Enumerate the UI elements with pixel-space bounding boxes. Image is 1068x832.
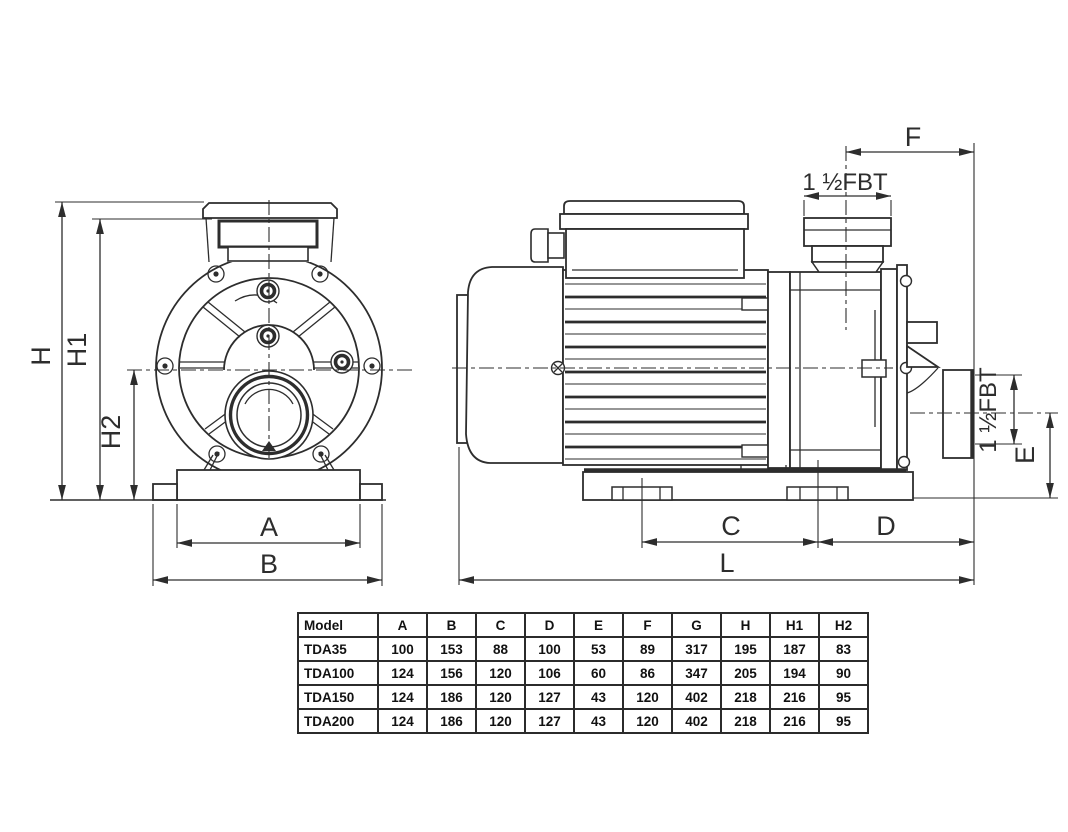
side-view: F 1 ½FBT 1 ½FBT E C D L: [452, 122, 1058, 585]
value-cell: 89: [622, 636, 673, 662]
column-header: G: [671, 612, 722, 638]
value-cell: 156: [426, 660, 477, 686]
value-cell: 53: [573, 636, 624, 662]
value-cell: 120: [622, 684, 673, 710]
dim-label-e: E: [1010, 446, 1040, 464]
value-cell: 120: [475, 660, 526, 686]
side-base: [582, 465, 914, 501]
cover-bolts: [256, 279, 354, 374]
value-cell: 124: [377, 684, 428, 710]
value-cell: 120: [622, 708, 673, 734]
port-size-label-top: 1 ½FBT: [802, 169, 888, 196]
model-cell: TDA100: [297, 660, 379, 686]
value-cell: 124: [377, 660, 428, 686]
terminal-box-front: [202, 202, 338, 263]
column-header: A: [377, 612, 428, 638]
dim-label-c: C: [721, 511, 741, 541]
front-base: [152, 469, 383, 501]
value-cell: 402: [671, 684, 722, 710]
value-cell: 127: [524, 684, 575, 710]
dim-label-h2: H2: [96, 415, 126, 450]
column-header: C: [475, 612, 526, 638]
flange-bolts: [156, 265, 381, 463]
value-cell: 205: [720, 660, 771, 686]
value-cell: 106: [524, 660, 575, 686]
value-cell: 90: [818, 660, 869, 686]
model-cell: TDA150: [297, 684, 379, 710]
value-cell: 153: [426, 636, 477, 662]
cable-gland: [530, 228, 565, 263]
value-cell: 88: [475, 636, 526, 662]
dim-label-l: L: [719, 548, 734, 578]
value-cell: 127: [524, 708, 575, 734]
column-header: H1: [769, 612, 820, 638]
dim-label-d: D: [876, 511, 896, 541]
column-header: H2: [818, 612, 869, 638]
value-cell: 100: [377, 636, 428, 662]
model-cell: TDA35: [297, 636, 379, 662]
value-cell: 186: [426, 684, 477, 710]
value-cell: 402: [671, 708, 722, 734]
value-cell: 100: [524, 636, 575, 662]
value-cell: 120: [475, 684, 526, 710]
port-size-label-side: 1 ½FBT: [975, 367, 1002, 453]
dim-label-a: A: [260, 512, 278, 542]
value-cell: 218: [720, 684, 771, 710]
value-cell: 216: [769, 684, 820, 710]
column-header: Model: [297, 612, 379, 638]
column-header: D: [524, 612, 575, 638]
value-cell: 86: [622, 660, 673, 686]
value-cell: 216: [769, 708, 820, 734]
value-cell: 83: [818, 636, 869, 662]
value-cell: 60: [573, 660, 624, 686]
dim-label-h1: H1: [62, 333, 92, 368]
value-cell: 43: [573, 708, 624, 734]
front-view: H H1 H2 A B: [26, 200, 413, 586]
dim-label-f: F: [905, 122, 922, 152]
value-cell: 187: [769, 636, 820, 662]
motor-fins: [565, 283, 766, 460]
value-cell: 317: [671, 636, 722, 662]
value-cell: 218: [720, 708, 771, 734]
value-cell: 186: [426, 708, 477, 734]
column-header: E: [573, 612, 624, 638]
column-header: F: [622, 612, 673, 638]
model-cell: TDA200: [297, 708, 379, 734]
dim-label-h: H: [26, 346, 56, 366]
value-cell: 120: [475, 708, 526, 734]
column-header: B: [426, 612, 477, 638]
value-cell: 347: [671, 660, 722, 686]
top-discharge-port: [803, 217, 892, 273]
value-cell: 95: [818, 684, 869, 710]
column-header: H: [720, 612, 771, 638]
terminal-box: [559, 200, 749, 279]
value-cell: 95: [818, 708, 869, 734]
value-cell: 195: [720, 636, 771, 662]
value-cell: 194: [769, 660, 820, 686]
side-discharge-port: [942, 369, 974, 459]
dim-label-b: B: [260, 549, 278, 579]
value-cell: 43: [573, 684, 624, 710]
value-cell: 124: [377, 708, 428, 734]
